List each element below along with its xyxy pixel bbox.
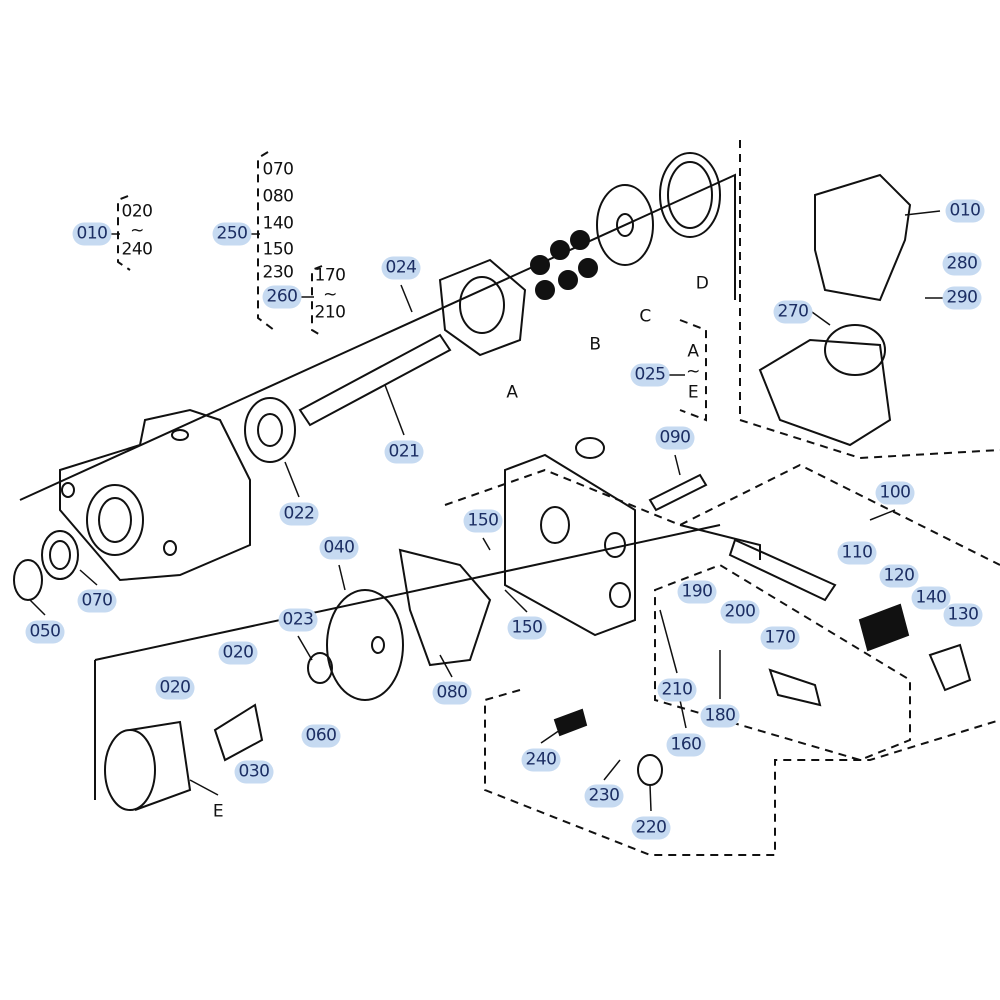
part-label-240[interactable]: 240 — [521, 748, 561, 772]
part-label-030[interactable]: 030 — [234, 760, 274, 784]
part-label-170: 170 — [314, 265, 346, 286]
part-label-021[interactable]: 021 — [384, 440, 424, 464]
swash-plate-A — [438, 258, 527, 357]
part-label-023[interactable]: 023 — [278, 608, 318, 632]
part-label-040[interactable]: 040 — [319, 536, 359, 560]
part-label-090[interactable]: 090 — [655, 426, 695, 450]
springs — [213, 703, 264, 762]
part-label-070[interactable]: 070 — [77, 589, 117, 613]
part-label-140: 140 — [262, 213, 294, 234]
part-label-170[interactable]: 170 — [760, 626, 800, 650]
part-label-130[interactable]: 130 — [943, 603, 983, 627]
part-label-020: 020 — [121, 201, 153, 222]
part-label-240: 240 — [121, 239, 153, 260]
valve-block — [504, 437, 636, 637]
ring-D — [659, 152, 721, 238]
shaft-021 — [298, 333, 452, 427]
part-label-220[interactable]: 220 — [631, 816, 671, 840]
part-label-022[interactable]: 022 — [279, 502, 319, 526]
part-label-010[interactable]: 010 — [945, 199, 985, 223]
part-label-210: 210 — [314, 302, 346, 323]
part-label-x: ~ — [686, 361, 700, 382]
part-label-150: 150 — [262, 239, 294, 260]
part-label-190[interactable]: 190 — [677, 580, 717, 604]
group-brackets — [117, 140, 1000, 856]
part-label-250[interactable]: 250 — [212, 222, 252, 246]
relief-valve-160 — [768, 668, 822, 707]
part-label-025[interactable]: 025 — [630, 363, 670, 387]
gasket-080 — [398, 548, 492, 667]
plug-130 — [928, 643, 972, 692]
part-label-x: ~ — [130, 220, 144, 241]
part-label-230[interactable]: 230 — [584, 784, 624, 808]
part-label-280[interactable]: 280 — [942, 252, 982, 276]
part-label-C: C — [639, 306, 651, 327]
part-label-270[interactable]: 270 — [773, 300, 813, 324]
spring-240 — [553, 708, 588, 737]
part-label-x: ~ — [323, 284, 337, 305]
part-label-010[interactable]: 010 — [72, 222, 112, 246]
part-label-060[interactable]: 060 — [301, 724, 341, 748]
part-label-080[interactable]: 080 — [432, 681, 472, 705]
part-label-100[interactable]: 100 — [875, 481, 915, 505]
pistons-B — [530, 230, 598, 300]
bearing-023 — [307, 652, 333, 684]
part-label-260[interactable]: 260 — [262, 285, 302, 309]
part-label-B: B — [589, 334, 601, 355]
part-label-160[interactable]: 160 — [666, 733, 706, 757]
motor-top-right — [758, 173, 912, 447]
part-label-A: A — [506, 382, 518, 403]
bearing-022 — [244, 397, 296, 463]
end-cover-040 — [326, 589, 404, 701]
part-label-024[interactable]: 024 — [381, 256, 421, 280]
retainer-plate-C — [596, 184, 654, 266]
spring-120 — [858, 603, 910, 652]
part-label-020[interactable]: 020 — [218, 641, 258, 665]
plug-220 — [637, 754, 663, 786]
part-label-150[interactable]: 150 — [507, 616, 547, 640]
part-label-020[interactable]: 020 — [155, 676, 195, 700]
part-label-140[interactable]: 140 — [911, 586, 951, 610]
part-label-200[interactable]: 200 — [720, 600, 760, 624]
part-label-230: 230 — [262, 262, 294, 283]
part-label-110[interactable]: 110 — [837, 541, 877, 565]
part-label-180[interactable]: 180 — [700, 704, 740, 728]
part-label-070: 070 — [262, 159, 294, 180]
part-label-D: D — [695, 273, 709, 294]
pump-housing — [59, 408, 251, 582]
part-label-120[interactable]: 120 — [879, 564, 919, 588]
seal-050-070 — [13, 530, 79, 601]
part-label-050[interactable]: 050 — [25, 620, 65, 644]
part-label-E: E — [212, 801, 224, 822]
part-label-A: A — [687, 341, 699, 362]
part-label-290[interactable]: 290 — [942, 286, 982, 310]
part-label-150[interactable]: 150 — [463, 509, 503, 533]
part-label-E: E — [687, 382, 699, 403]
bolt-090 — [648, 473, 708, 512]
part-label-080: 080 — [262, 186, 294, 207]
leader-lines — [29, 210, 945, 812]
cylinder-block-E — [104, 720, 192, 811]
spool-100 — [728, 538, 837, 602]
part-label-210[interactable]: 210 — [657, 678, 697, 702]
